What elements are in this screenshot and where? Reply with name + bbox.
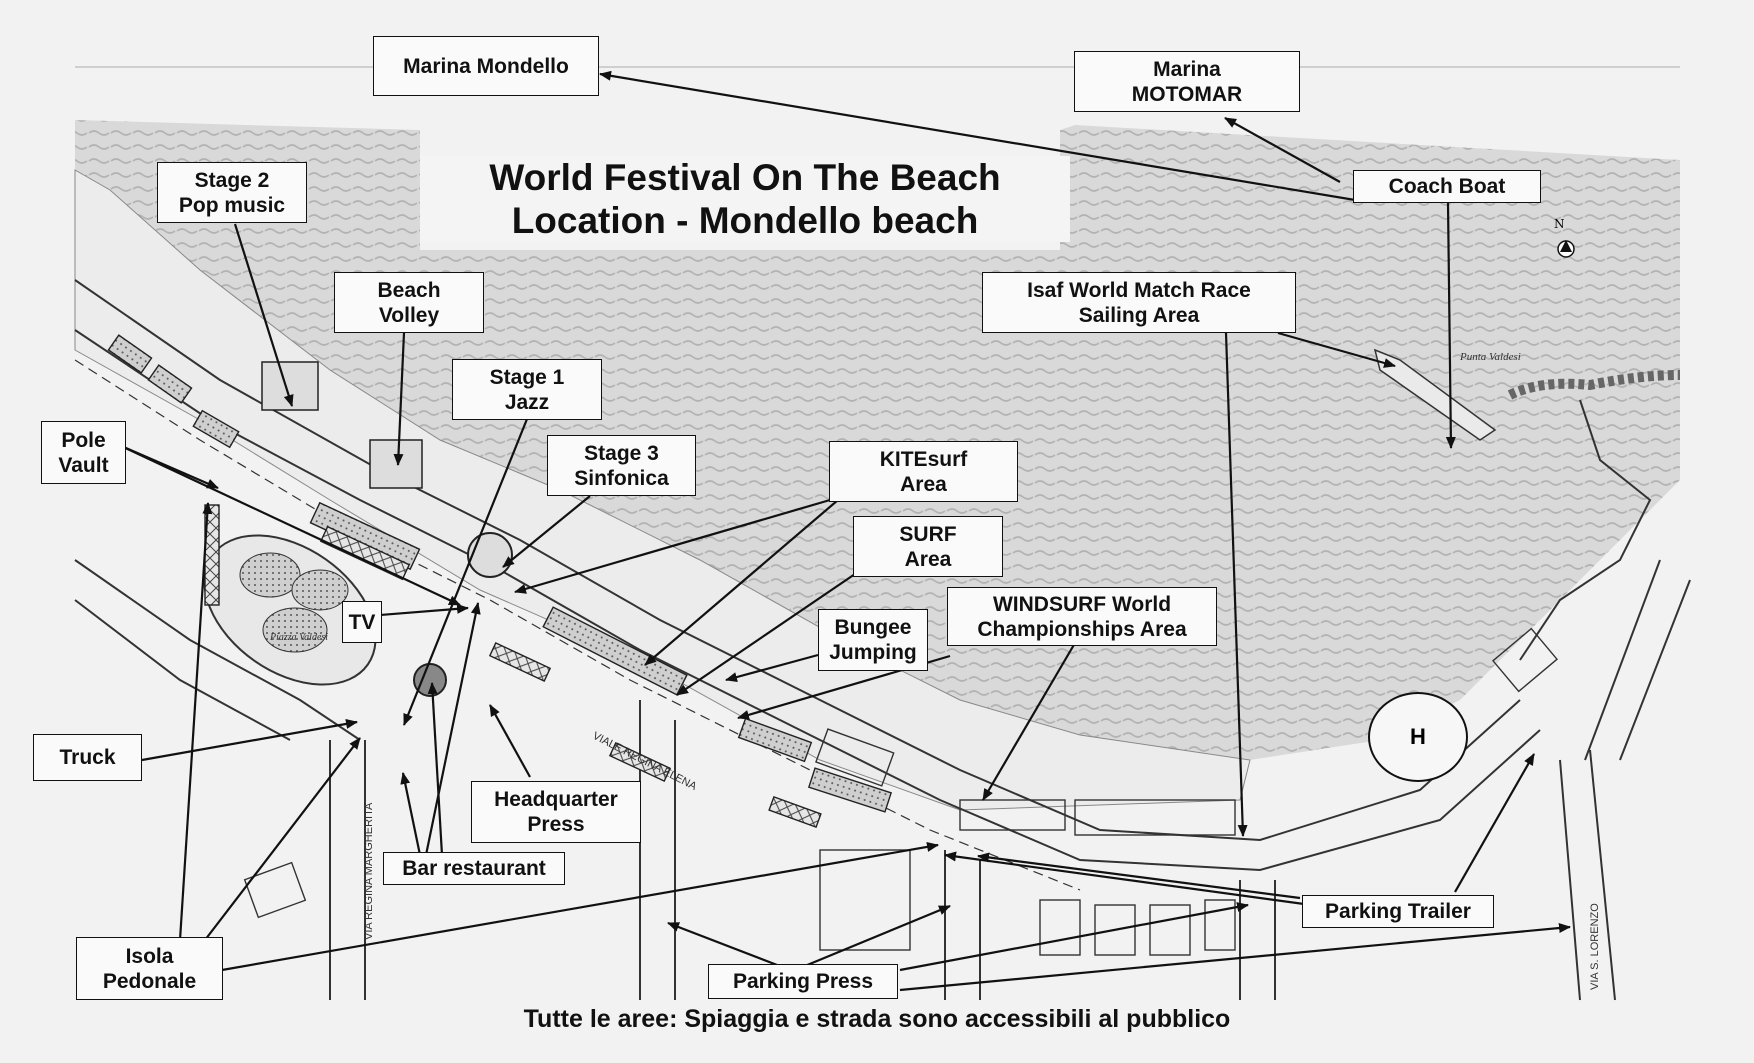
label-text: Bar restaurant [402,857,546,880]
label-text: Parking Press [732,970,874,993]
map-title: World Festival On The Beach Location - M… [420,156,1070,242]
label-parking-press: Parking Press [708,964,898,999]
label-piazza-valdesi: Piazza Valdesi [269,632,328,643]
label-text: Sinfonica [574,466,669,490]
beach-structures [107,334,893,829]
label-text: Stage 1 [489,365,565,389]
street-margherita: VIA REGINA MARGHERITA [363,802,375,940]
label-text: Isola [125,944,174,968]
label-text: Coach Boat [1388,175,1506,198]
label-text: Isaf World Match Race [1027,278,1251,302]
label-text: Stage 2 [194,168,270,192]
headland-coast [1519,399,1652,661]
label-text: Area [900,472,947,496]
label-text: Marina [1153,57,1221,81]
label-text: Championships Area [977,617,1187,641]
harbour-breakwater [1507,370,1681,400]
north-label: N [1554,217,1565,231]
buildings [243,627,1558,956]
title-line-1: World Festival On The Beach [489,157,1001,198]
label-text: Marina Mondello [403,54,569,78]
label-text: Vault [58,453,109,477]
label-text: Jumping [829,641,917,664]
label-text: MOTOMAR [1131,82,1243,106]
label-text: Pole [61,428,106,452]
label-text: Beach [377,278,441,302]
label-text: Sailing Area [1078,303,1200,327]
label-parking-trailer: Parking Trailer [1302,895,1494,928]
label-punta-valdesi: Punta Valdesi [1459,351,1521,363]
label-truck: Truck [33,734,142,781]
piazza-green-1 [239,552,301,598]
label-text: WINDSURF World [992,592,1172,616]
label-coach-boat: Coach Boat [1353,170,1541,203]
label-text: Area [904,547,952,571]
label-text: Headquarter [494,788,618,811]
beach-strip [74,169,1251,811]
label-marina-mondello: Marina Mondello [373,36,599,96]
label-text: Bungee [834,616,912,639]
label-text: Volley [378,303,440,327]
roads [74,279,1691,1001]
stage1-structure [413,663,447,697]
label-text: SURF [899,522,957,546]
label-text: Parking Trailer [1325,900,1471,923]
stage3-structure [467,532,513,578]
street-san-lorenzo: VIA S. LORENZO [1589,903,1601,990]
label-bar-restaurant: Bar restaurant [383,852,565,885]
label-text: Pedonale [102,969,197,993]
piazza-green-3 [262,607,328,653]
footer-note: Tutte le aree: Spiaggia e strada sono ac… [523,1005,1231,1033]
helipad: H [1368,692,1468,782]
piazza-green-2 [291,569,349,611]
label-text: Stage 3 [584,441,659,465]
label-text: Jazz [504,390,550,414]
label-text: KITEsurf [879,447,968,471]
label-text: Press [527,813,585,836]
label-text: Truck [59,746,116,769]
beach-volley-court [369,439,423,489]
label-text: TV [348,610,376,634]
leader-lines [118,70,1571,992]
label-tv: TV [342,601,382,643]
title-line-2: Location - Mondello beach [511,200,979,241]
label-text: Pop music [178,193,286,217]
